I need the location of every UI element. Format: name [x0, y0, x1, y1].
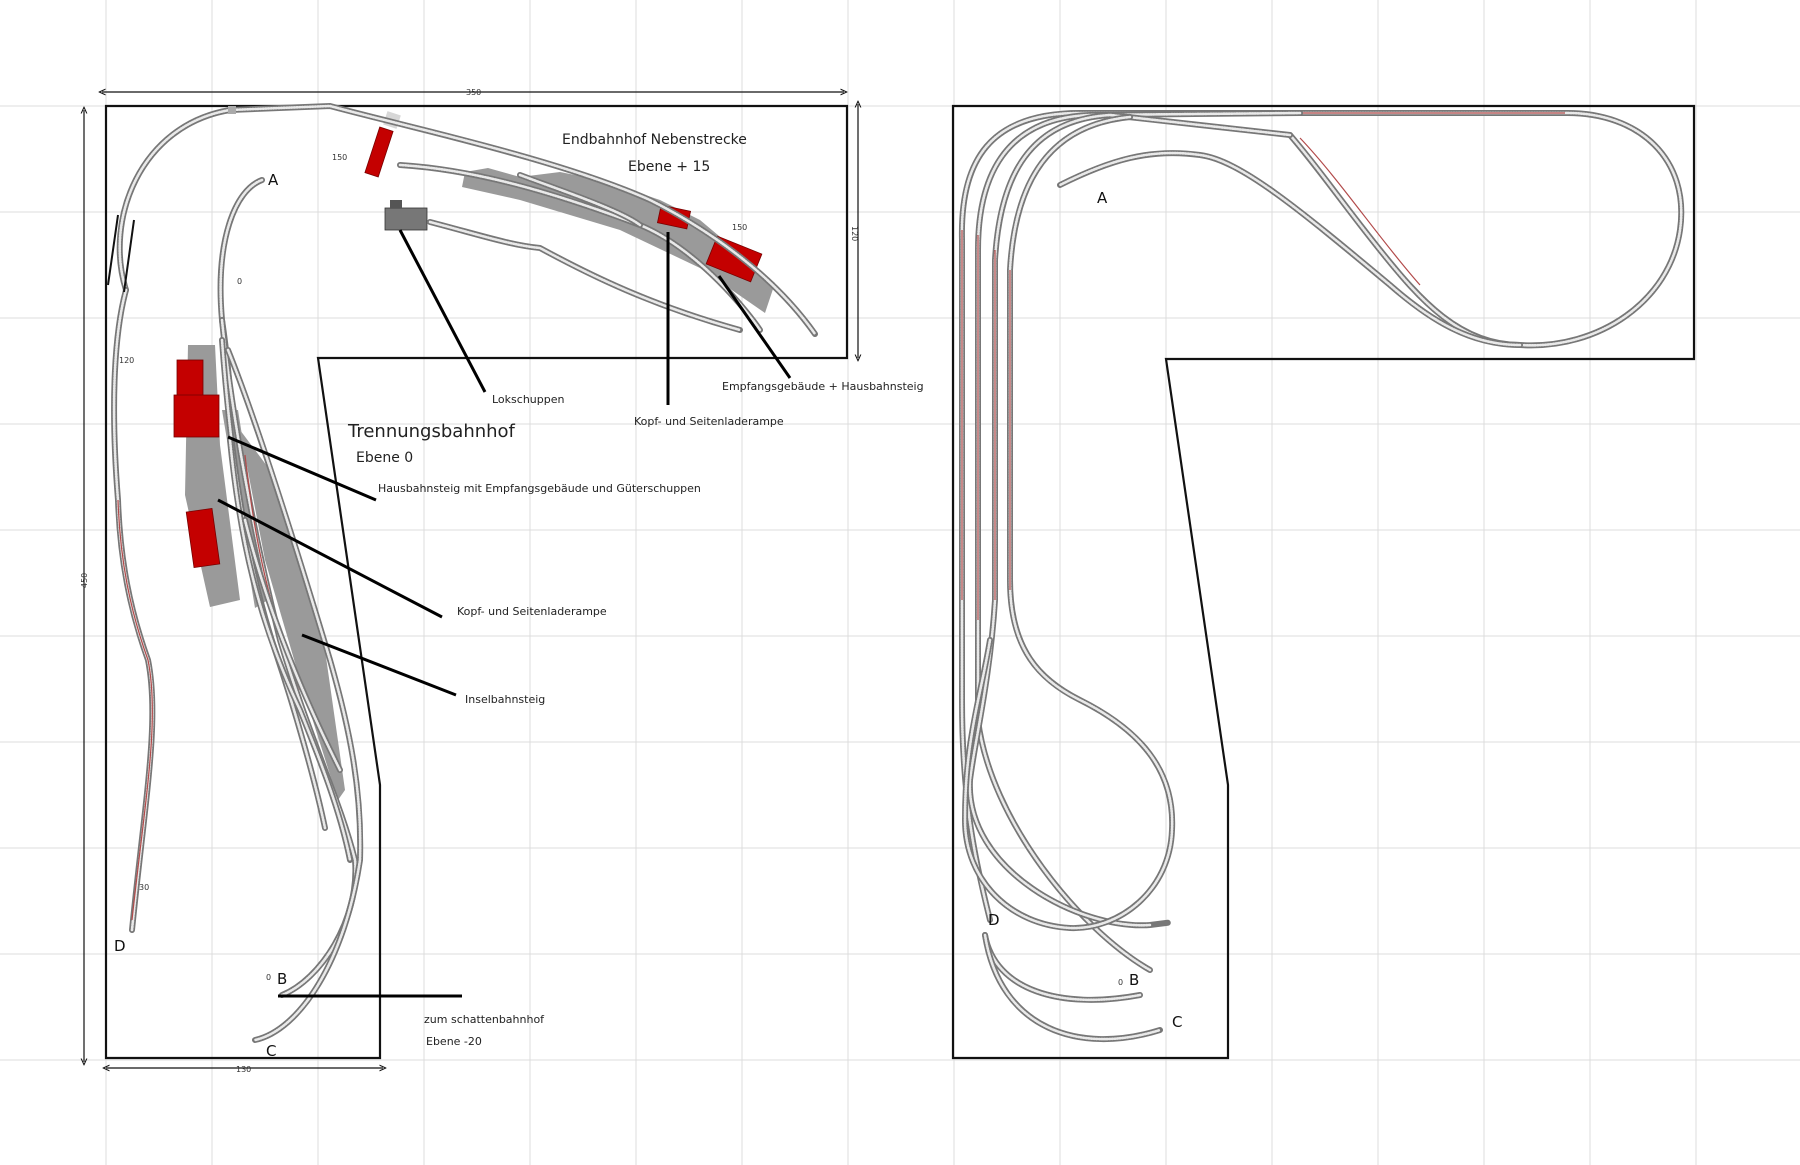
- dim-bottom-label: 130: [236, 1065, 251, 1074]
- right-board-outline: [951, 104, 1696, 1060]
- left-tracks: [111, 102, 818, 1043]
- junction-island-platform: [240, 430, 345, 800]
- height-marker-6: 0: [266, 973, 271, 982]
- right-point-c: C: [1172, 1013, 1182, 1031]
- dim-right-label: 120: [850, 226, 859, 241]
- right-plan: A B C D 0: [951, 104, 1696, 1060]
- terminus-platform: [462, 168, 775, 313]
- terminus-level: Ebene + 15: [628, 159, 710, 175]
- right-point-a: A: [1097, 189, 1108, 207]
- label-schatten-1: zum schattenbahnhof: [424, 1013, 545, 1026]
- connector-stub: [228, 106, 236, 114]
- height-marker-1: 150: [332, 153, 347, 162]
- terminus-title: Endbahnhof Nebenstrecke: [562, 132, 747, 148]
- locomotive-shed: [384, 207, 428, 231]
- label-lokschuppen: Lokschuppen: [492, 393, 564, 406]
- leader-insel: [301, 633, 457, 697]
- junction-ramp-building: [185, 508, 221, 568]
- left-wall-bracket: [107, 214, 135, 293]
- height-marker-5: 30: [139, 883, 149, 892]
- height-marker-2: 150: [732, 223, 747, 232]
- left-board-outline: [104, 104, 849, 1060]
- label-kopf-left: Kopf- und Seitenladerampe: [457, 605, 607, 618]
- leader-empfang-top: [717, 275, 792, 379]
- label-schatten-2: Ebene -20: [426, 1035, 482, 1048]
- locomotive-shed-annex: [390, 200, 402, 208]
- label-empfang-top: Empfangsgebäude + Hausbahnsteig: [722, 380, 924, 393]
- junction-title: Trennungsbahnhof: [347, 421, 516, 442]
- right-point-d: D: [988, 911, 1000, 929]
- height-marker-3: 0: [237, 277, 242, 286]
- height-marker-4: 120: [119, 356, 134, 365]
- point-c: C: [266, 1042, 276, 1060]
- junction-goods-shed: [176, 359, 204, 401]
- junction-level: Ebene 0: [356, 450, 413, 466]
- right-point-b: B: [1129, 971, 1139, 989]
- dim-left-label: 450: [80, 573, 89, 588]
- point-a: A: [268, 171, 279, 189]
- terminus-end-building: [364, 126, 394, 178]
- leader-kopf-left: [217, 498, 443, 619]
- label-insel: Inselbahnsteig: [465, 693, 545, 706]
- right-tracks: [958, 109, 1685, 1043]
- leader-lokschuppen: [398, 229, 487, 393]
- junction-reception-building: [173, 394, 220, 438]
- point-d: D: [114, 937, 126, 955]
- point-b: B: [277, 970, 287, 988]
- label-hausbahnsteig: Hausbahnsteig mit Empfangsgebäude und Gü…: [378, 482, 701, 495]
- right-height-marker: 0: [1118, 978, 1123, 987]
- dim-top-label: 350: [466, 88, 481, 97]
- label-kopf-top: Kopf- und Seitenladerampe: [634, 415, 784, 428]
- left-plan: 350 120 450 130: [80, 88, 924, 1074]
- leader-hausbahnsteig: [227, 435, 377, 502]
